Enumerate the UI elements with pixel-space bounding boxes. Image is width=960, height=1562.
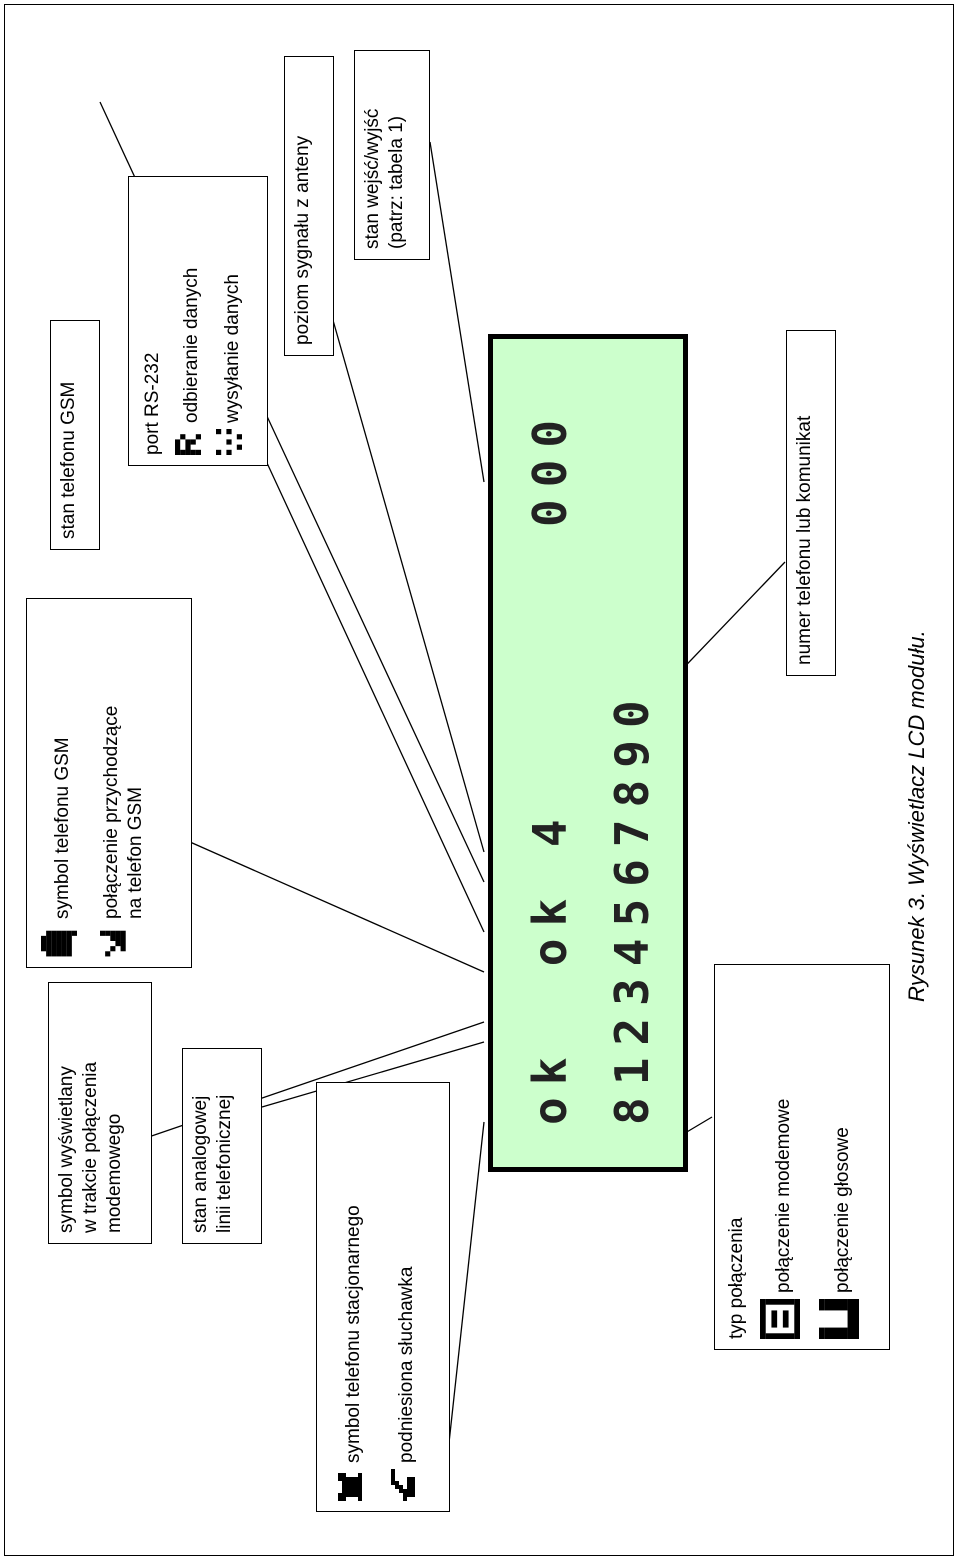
leader-analog-line [261,1041,485,1108]
send-data-icon [216,429,249,455]
label-text: stan telefonu GSM [58,381,79,539]
label-text: symbol telefonu stacjonarnego [342,1205,364,1463]
leader-gsm-symbol [189,841,485,973]
receive-data-icon [175,429,208,455]
modem-connection-icon [759,1299,808,1339]
gsm-symbol-box: symbol telefonu GSM połączenie przychodz… [26,598,192,968]
leader-landline [447,1121,485,1453]
lcd-io-digits: 000 [523,407,577,527]
label-text: podniesiona słuchawka [395,1266,417,1463]
phone-number-box: numer telefonu lub komunikat [786,330,836,676]
rs232-box: port RS-232 odbieranie danych [128,176,268,466]
label-text: symbol wyświetlany [56,1066,77,1233]
voice-connection-icon [818,1299,867,1339]
page-border [4,4,954,1556]
label-text: połączenie głosowe [831,1127,853,1293]
figure-caption: Rysunek 3. Wyświetlacz LCD modułu. [904,630,929,1002]
label-text: symbol telefonu GSM [51,737,73,919]
lcd-line-2: 81234567890 [605,688,659,1125]
label-text: odbieranie danych [180,267,202,423]
label-text: wysyłanie danych [221,274,243,423]
label-text: stan wejść/wyjść [362,108,383,249]
label-text: połączenie modemowe [772,1098,794,1293]
label-text: linii telefonicznej [214,1094,235,1233]
gsm-state-box: stan telefonu GSM [50,320,100,550]
gsm-phone-icon [41,925,84,957]
connection-type-box: typ połączenia połączenie modemowe połąc… [714,964,890,1350]
label-text: poziom sygnału z anteny [292,135,313,345]
leader-phone-number [669,561,786,683]
label-text: numer telefonu lub komunikat [794,415,815,665]
label-text: na telefon GSM [125,786,146,919]
label-text: w trakcie połączenia [80,1061,101,1233]
handset-lifted-icon [390,1469,423,1501]
incoming-call-icon [100,925,143,957]
analog-line-box: stan analogowej linii telefonicznej [182,1048,262,1244]
leader-rs232 [264,411,485,883]
io-state-box: stan wejść/wyjść (patrz: tabela 1) [354,50,430,260]
landline-phone-icon [337,1469,370,1501]
label-text: modemowego [104,1113,125,1233]
label-text: stan analogowej [190,1095,211,1233]
label-text: połączenie przychodzące [101,705,122,919]
label-text: (patrz: tabela 1) [386,115,407,249]
lcd-display: ok ok 4 81234567890 000 [488,334,688,1172]
modem-symbol-box: symbol wyświetlany w trakcie połączenia … [48,982,152,1244]
signal-box: poziom sygnału z anteny [284,56,334,356]
label-text: port RS-232 [142,352,163,455]
label-text: typ połączenia [726,1217,747,1339]
lcd-line-1: ok ok 4 [523,807,577,1125]
leader-io-state [429,141,485,483]
landline-box: symbol telefonu stacjonarnego podniesion… [316,1082,450,1512]
leader-signal [324,291,485,853]
